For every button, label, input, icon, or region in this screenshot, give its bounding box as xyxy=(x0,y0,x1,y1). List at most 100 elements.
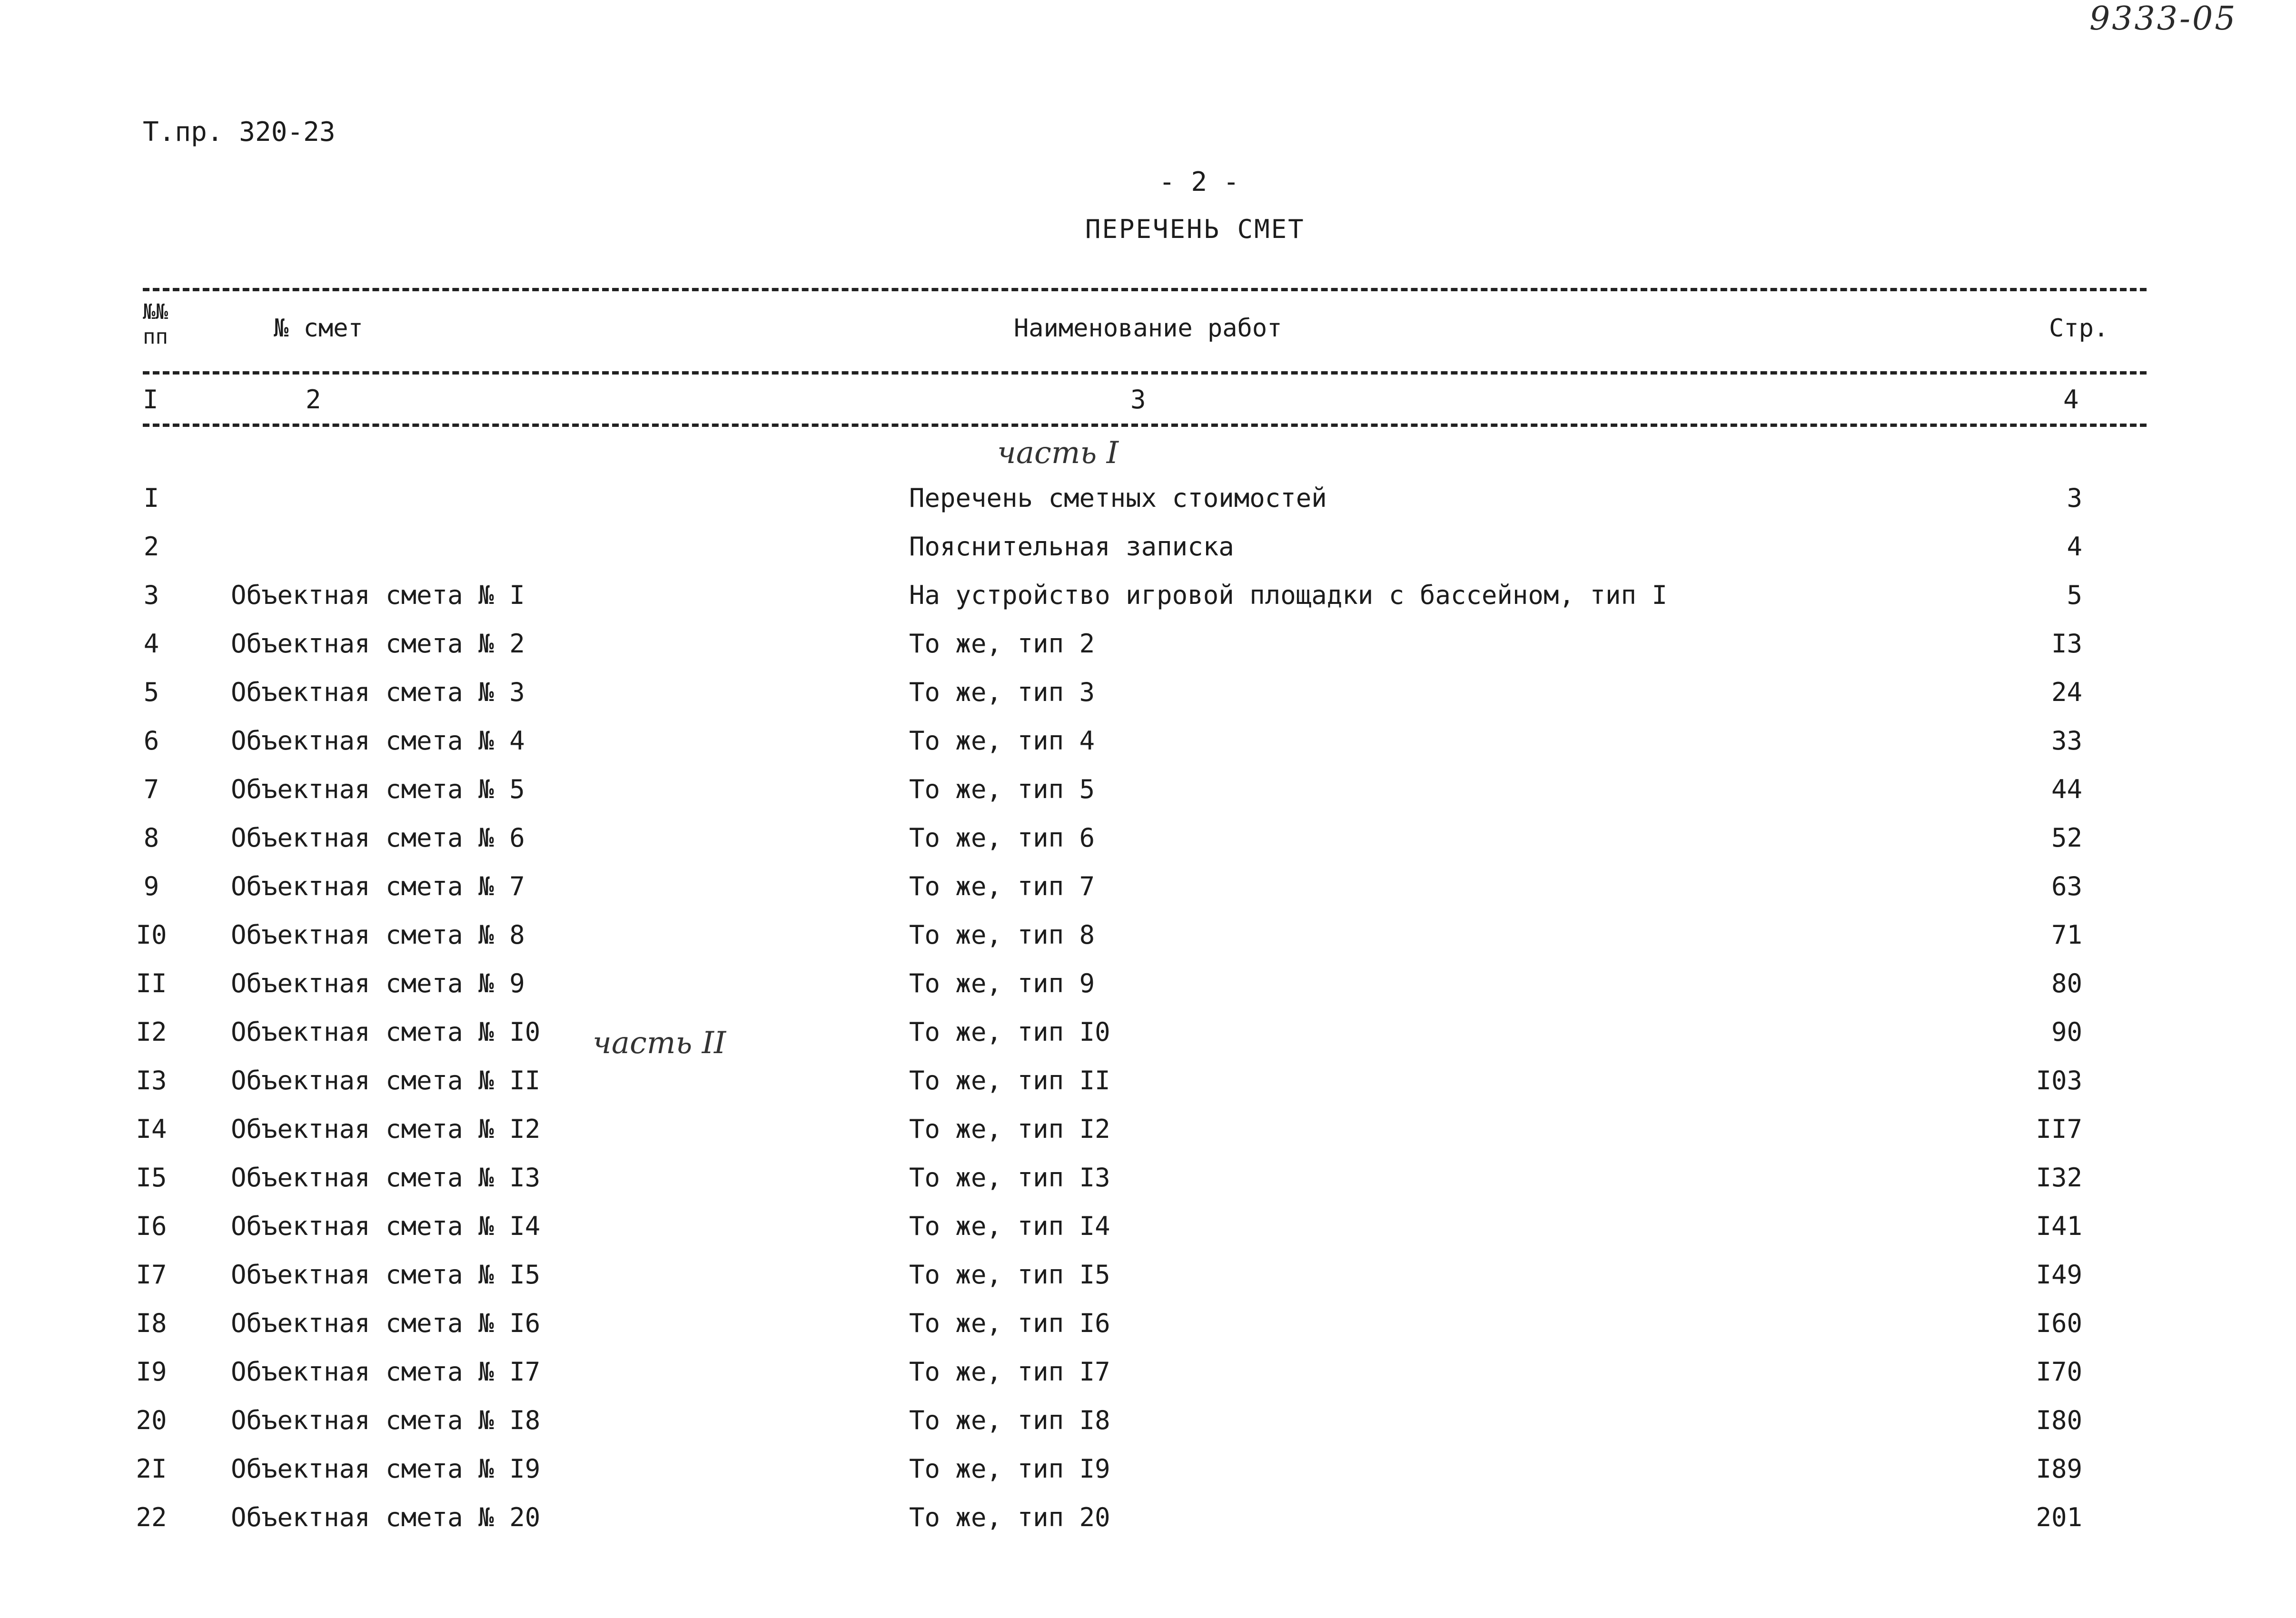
row-smeta: Объектная смета № I3 xyxy=(231,1163,541,1193)
document-title: ПЕРЕЧЕНЬ СМЕТ xyxy=(1085,214,1305,244)
row-work-name: То же, тип I3 xyxy=(909,1163,1110,1193)
header-bottom-rule xyxy=(143,371,2147,375)
row-number: 9 xyxy=(143,871,159,901)
row-page: I70 xyxy=(2036,1357,2082,1387)
row-number: I2 xyxy=(136,1017,167,1047)
row-number: 2 xyxy=(143,532,159,562)
table-row: I5 Объектная смета № I3 То же, тип I3 I3… xyxy=(0,1163,2296,1210)
row-smeta: Объектная смета № 8 xyxy=(231,920,525,950)
table-row: 6 Объектная смета № 4 То же, тип 4 33 xyxy=(0,726,2296,773)
row-page: I89 xyxy=(2036,1454,2082,1484)
table-row: I9 Объектная смета № I7 То же, тип I7 I7… xyxy=(0,1357,2296,1404)
row-work-name: То же, тип I8 xyxy=(909,1405,1110,1435)
row-page: I03 xyxy=(2036,1066,2082,1095)
header-row-number: №№ пп xyxy=(143,300,168,349)
row-page: 24 xyxy=(2051,677,2082,707)
row-page: 63 xyxy=(2051,871,2082,901)
row-work-name: То же, тип I5 xyxy=(909,1260,1110,1290)
row-page: 52 xyxy=(2051,823,2082,853)
table-row: I4 Объектная смета № I2 То же, тип I2 II… xyxy=(0,1114,2296,1162)
table-row: 2 Пояснительная записка 4 xyxy=(0,532,2296,579)
row-number: 3 xyxy=(143,580,159,610)
row-number: 6 xyxy=(143,726,159,756)
row-work-name: То же, тип 20 xyxy=(909,1502,1110,1532)
row-work-name: Пояснительная записка xyxy=(909,532,1234,562)
row-work-name: То же, тип I6 xyxy=(909,1308,1110,1338)
row-number: I9 xyxy=(136,1357,167,1387)
table-top-rule xyxy=(143,288,2147,291)
row-work-name: То же, тип 3 xyxy=(909,677,1095,707)
row-page: I80 xyxy=(2036,1405,2082,1435)
table-row: II Объектная смета № 9 То же, тип 9 80 xyxy=(0,968,2296,1016)
table-row: I2 Объектная смета № I0 То же, тип I0 90 xyxy=(0,1017,2296,1065)
table-row: 9 Объектная смета № 7 То же, тип 7 63 xyxy=(0,871,2296,919)
row-smeta: Объектная смета № 6 xyxy=(231,823,525,853)
table-row: 4 Объектная смета № 2 То же, тип 2 I3 xyxy=(0,629,2296,676)
table-row: 2I Объектная смета № I9 То же, тип I9 I8… xyxy=(0,1454,2296,1501)
column-numbers-rule xyxy=(143,424,2147,427)
row-smeta: Объектная смета № I8 xyxy=(231,1405,541,1435)
header-work-name: Наименование работ xyxy=(1014,314,1282,343)
row-number: II xyxy=(136,968,167,998)
row-work-name: То же, тип 6 xyxy=(909,823,1095,853)
table-row: 3 Объектная смета № I На устройство игро… xyxy=(0,580,2296,628)
table-row: I0 Объектная смета № 8 То же, тип 8 71 xyxy=(0,920,2296,967)
column-number-3: 3 xyxy=(1130,385,1146,414)
row-work-name: То же, тип 7 xyxy=(909,871,1095,901)
table-row: I Перечень сметных стоимостей 3 xyxy=(0,483,2296,531)
row-page: I41 xyxy=(2036,1211,2082,1241)
row-page: 5 xyxy=(2067,580,2082,610)
header-page: Стр. xyxy=(2049,314,2109,343)
row-smeta: Объектная смета № II xyxy=(231,1066,541,1095)
row-page: 44 xyxy=(2051,774,2082,804)
table-row: 7 Объектная смета № 5 То же, тип 5 44 xyxy=(0,774,2296,822)
table-row: 20 Объектная смета № I8 То же, тип I8 I8… xyxy=(0,1405,2296,1453)
row-page: I32 xyxy=(2036,1163,2082,1193)
row-number: I7 xyxy=(136,1260,167,1290)
table-row: I3 Объектная смета № II То же, тип II I0… xyxy=(0,1066,2296,1113)
row-page: 4 xyxy=(2067,532,2082,562)
row-smeta: Объектная смета № I4 xyxy=(231,1211,541,1241)
row-smeta: Объектная смета № I5 xyxy=(231,1260,541,1290)
row-smeta: Объектная смета № I9 xyxy=(231,1454,541,1484)
row-page: II7 xyxy=(2036,1114,2082,1144)
row-number: 5 xyxy=(143,677,159,707)
row-work-name: Перечень сметных стоимостей xyxy=(909,483,1327,513)
row-work-name: То же, тип I4 xyxy=(909,1211,1110,1241)
row-work-name: То же, тип 4 xyxy=(909,726,1095,756)
table-row: I6 Объектная смета № I4 То же, тип I4 I4… xyxy=(0,1211,2296,1259)
column-number-2: 2 xyxy=(306,385,321,414)
row-page: I60 xyxy=(2036,1308,2082,1338)
row-page: 33 xyxy=(2051,726,2082,756)
row-number: I8 xyxy=(136,1308,167,1338)
row-number: I3 xyxy=(136,1066,167,1095)
row-number: 20 xyxy=(136,1405,167,1435)
row-number: I6 xyxy=(136,1211,167,1241)
row-smeta: Объектная смета № I xyxy=(231,580,525,610)
row-page: 3 xyxy=(2067,483,2082,513)
row-number: 7 xyxy=(143,774,159,804)
row-number: I5 xyxy=(136,1163,167,1193)
table-row: 8 Объектная смета № 6 То же, тип 6 52 xyxy=(0,823,2296,870)
row-smeta: Объектная смета № I7 xyxy=(231,1357,541,1387)
row-smeta: Объектная смета № 2 xyxy=(231,629,525,659)
table-row: 5 Объектная смета № 3 То же, тип 3 24 xyxy=(0,677,2296,725)
row-smeta: Объектная смета № I2 xyxy=(231,1114,541,1144)
row-work-name: То же, тип 9 xyxy=(909,968,1095,998)
row-work-name: То же, тип I7 xyxy=(909,1357,1110,1387)
row-number: I0 xyxy=(136,920,167,950)
row-smeta: Объектная смета № 5 xyxy=(231,774,525,804)
row-page: 90 xyxy=(2051,1017,2082,1047)
row-work-name: То же, тип I2 xyxy=(909,1114,1110,1144)
table-row: 22 Объектная смета № 20 То же, тип 20 20… xyxy=(0,1502,2296,1550)
row-number: I4 xyxy=(136,1114,167,1144)
row-work-name: То же, тип II xyxy=(909,1066,1110,1095)
page-number: - 2 - xyxy=(1159,167,1239,197)
row-work-name: То же, тип I0 xyxy=(909,1017,1110,1047)
row-number: 8 xyxy=(143,823,159,853)
row-work-name: То же, тип 8 xyxy=(909,920,1095,950)
row-smeta: Объектная смета № I0 xyxy=(231,1017,541,1047)
table-row: I8 Объектная смета № I6 То же, тип I6 I6… xyxy=(0,1308,2296,1356)
row-smeta: Объектная смета № 7 xyxy=(231,871,525,901)
